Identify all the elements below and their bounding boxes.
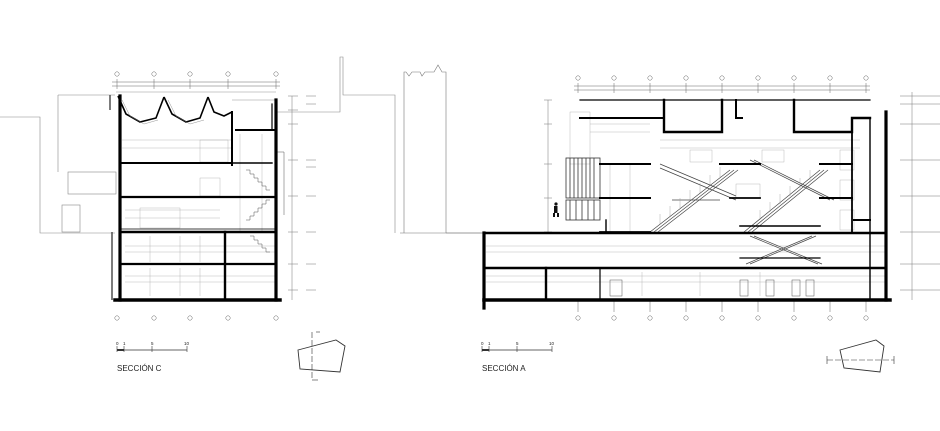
section-a-title: SECCIÓN A bbox=[482, 364, 526, 373]
section-a-drawing bbox=[400, 64, 940, 321]
section-c-left-marks bbox=[109, 95, 113, 300]
section-a-scale-tick-1: 1 bbox=[488, 341, 491, 346]
section-c-interior-detail bbox=[122, 134, 275, 296]
section-c-structure bbox=[113, 94, 282, 302]
section-c-stair bbox=[246, 151, 285, 253]
section-a-scale-tick-10: 10 bbox=[549, 341, 555, 346]
section-c-scale-tick-0: 0 bbox=[116, 341, 119, 346]
section-a-escalator-balusters bbox=[659, 167, 811, 224]
section-a-structure bbox=[482, 98, 892, 310]
section-a-left-dims bbox=[544, 99, 552, 233]
section-c-title: SECCIÓN C bbox=[117, 364, 162, 373]
section-c-grid-axes bbox=[112, 71, 280, 321]
section-a-human-figure bbox=[553, 202, 559, 217]
section-c-level-marks bbox=[288, 95, 316, 300]
section-c-scale-tick-1: 1 bbox=[123, 341, 126, 346]
section-a-scale-bar: 0 1 5 10 bbox=[481, 341, 555, 352]
section-c-key-plan bbox=[297, 331, 346, 381]
section-c-scale-tick-10: 10 bbox=[184, 341, 190, 346]
section-a-scale-tick-5: 5 bbox=[516, 341, 519, 346]
section-a-doors bbox=[609, 279, 815, 297]
section-c-drawing bbox=[0, 56, 396, 321]
section-a-interior-detail bbox=[486, 111, 886, 296]
section-a-louver-block bbox=[565, 157, 601, 221]
section-a-tower-context bbox=[400, 64, 560, 234]
section-c-roof-detail bbox=[116, 91, 276, 125]
section-c-scale-bar: 0 1 5 10 bbox=[116, 341, 190, 352]
section-a-escalators bbox=[649, 159, 835, 265]
section-a-scale-tick-0: 0 bbox=[481, 341, 484, 346]
section-a-level-marks bbox=[900, 92, 940, 300]
section-c-context-outline bbox=[0, 56, 396, 234]
section-c-roof-skylights bbox=[117, 95, 233, 123]
section-c-scale-tick-5: 5 bbox=[151, 341, 154, 346]
section-a-grid-axes bbox=[574, 75, 870, 321]
section-a-key-plan bbox=[826, 339, 895, 373]
